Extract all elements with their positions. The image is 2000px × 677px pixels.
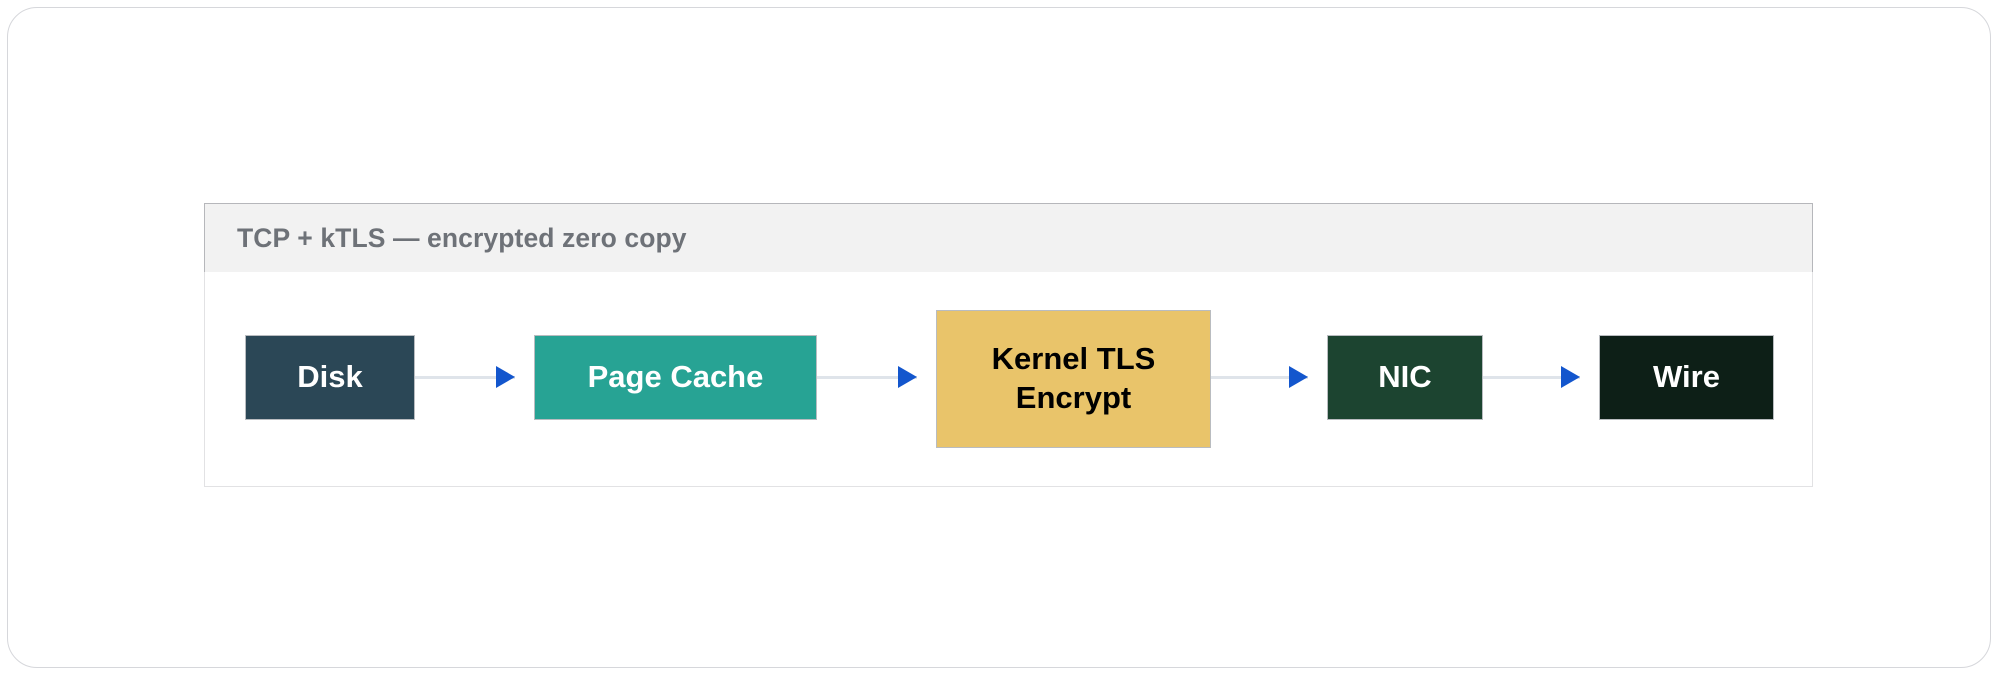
arrowhead-icon-nic-to-wire <box>1561 366 1580 388</box>
arrowhead-icon-disk-to-page-cache <box>496 366 515 388</box>
arrowhead-icon-page-cache-to-kernel-tls <box>898 366 917 388</box>
flow-node-label: Wire <box>1653 359 1720 395</box>
flow-panel: TCP + kTLS — encrypted zero copy Disk Pag… <box>204 203 1813 487</box>
flow-node-label: Page Cache <box>587 359 764 395</box>
flow-edge-kernel-tls-to-nic <box>1211 376 1308 379</box>
flow-node-label: NIC <box>1378 359 1432 395</box>
panel-body: Disk Page Cache Kernel TLS Encrypt NIC Wire <box>204 272 1813 487</box>
flow-node-disk[interactable]: Disk <box>245 335 415 420</box>
flow-edge-disk-to-page-cache <box>415 376 515 379</box>
arrowhead-icon-kernel-tls-to-nic <box>1289 366 1308 388</box>
flow-node-page-cache[interactable]: Page Cache <box>534 335 817 420</box>
panel-title: TCP + kTLS — encrypted zero copy <box>237 222 687 253</box>
panel-header: TCP + kTLS — encrypted zero copy <box>204 203 1813 273</box>
flow-node-wire[interactable]: Wire <box>1599 335 1774 420</box>
flow-node-label: Kernel TLS Encrypt <box>991 341 1156 415</box>
flow-node-nic[interactable]: NIC <box>1327 335 1483 420</box>
flow-node-kernel-tls-encrypt[interactable]: Kernel TLS Encrypt <box>936 310 1211 448</box>
diagram-card: TCP + kTLS — encrypted zero copy Disk Pag… <box>7 7 1991 668</box>
flow-edge-nic-to-wire <box>1483 376 1580 379</box>
flow-edge-page-cache-to-kernel-tls <box>817 376 917 379</box>
flow-node-label: Disk <box>297 359 363 395</box>
